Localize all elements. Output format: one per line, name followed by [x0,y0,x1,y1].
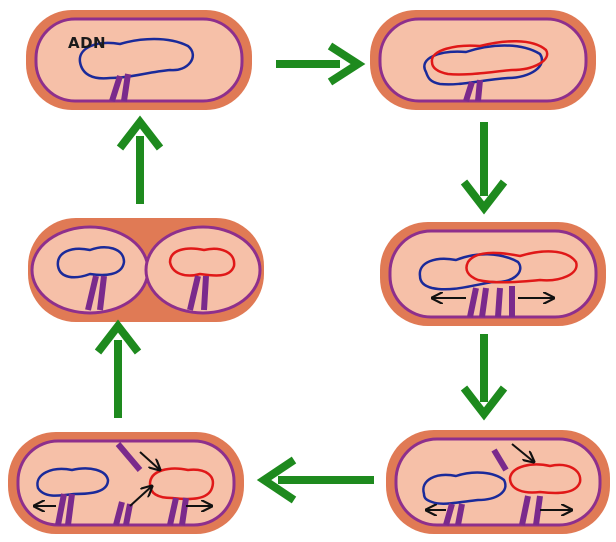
dna-label: ADN [68,34,106,52]
cycle-arrow-5-to-6 [98,326,138,418]
cycle-arrow-6-to-1 [120,122,160,204]
cycle-arrow-3-to-4 [464,334,504,414]
cycle-arrow-4-to-5 [264,460,374,500]
cell-stage-4 [386,430,610,534]
cell-stage-1 [26,10,252,110]
cell-stage-2 [370,10,596,110]
cell-stage-3 [380,222,606,326]
cycle-arrow-2-to-3 [464,122,504,208]
cycle-arrow-1-to-2 [276,46,358,82]
cell-stage-6 [28,218,264,322]
cell-stage-5 [8,432,244,534]
